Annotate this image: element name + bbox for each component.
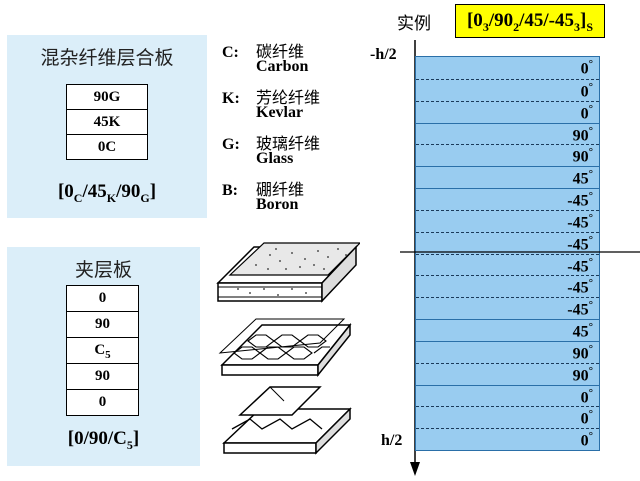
ply-row: 0°	[416, 428, 599, 450]
ply-angle: 0°	[580, 80, 593, 101]
sandwich-layer: 90	[67, 364, 138, 390]
ply-angle: 0°	[580, 102, 593, 122]
foam-core-sandwich-illustration	[216, 242, 360, 303]
ply-angle: 0°	[580, 408, 593, 428]
legend-carbon: C:碳纤维 Carbon	[222, 42, 309, 75]
ply-row: 90°	[416, 144, 599, 166]
ply-row: 90°	[416, 340, 599, 363]
hybrid-laminate-code: [0C/45K/90G]	[57, 181, 157, 205]
hybrid-laminate-panel: 混杂纤维层合板 90G 45K 0C [0C/45K/90G]	[7, 35, 207, 218]
laminate-stack: 0°0°0°90°90°45°-45°-45°-45°-45°-45°-45°4…	[415, 56, 600, 451]
ply-angle: -45°	[567, 211, 593, 232]
legend-kevlar: K:芳纶纤维 Kevlar	[222, 88, 321, 121]
hybrid-layer: 45K	[67, 110, 147, 135]
ply-angle: -45°	[567, 299, 593, 319]
example-label: 实例	[397, 14, 431, 34]
bottom-thickness-label: h/2	[381, 432, 403, 449]
ply-angle: 90°	[572, 364, 593, 384]
ply-row: 45°	[416, 166, 599, 188]
ply-angle: 45°	[572, 321, 593, 341]
ply-angle: 90°	[572, 146, 593, 166]
sandwich-layer-stack: 0 90 C5 90 0	[66, 285, 139, 416]
ply-row: -45°	[416, 275, 599, 297]
example-layup-code: [03/902/45/-453]S	[455, 4, 605, 38]
sandwich-code: [0/90/C5]	[67, 428, 140, 452]
ply-row: -45°	[416, 188, 599, 210]
ply-row: 0°	[416, 78, 599, 101]
sandwich-title: 夹层板	[74, 259, 132, 281]
ply-angle: 90°	[572, 342, 593, 363]
ply-row: 0°	[416, 57, 599, 79]
top-thickness-label: -h/2	[370, 46, 397, 63]
sandwich-layer: C5	[67, 338, 138, 364]
legend-boron: B:硼纤维 Boron	[222, 180, 305, 213]
midplane-line	[400, 251, 640, 253]
hybrid-laminate-title: 混杂纤维层合板	[40, 47, 174, 69]
sandwich-layer: 0	[67, 286, 138, 312]
ply-row: 90°	[416, 122, 599, 145]
ply-row: -45°	[416, 231, 599, 254]
honeycomb-sandwich-illustration	[218, 318, 352, 378]
ply-angle: 90°	[572, 124, 593, 144]
sandwich-layer: 90	[67, 312, 138, 338]
ply-row: -45°	[416, 209, 599, 232]
ply-row: 0°	[416, 384, 599, 407]
ply-row: 0°	[416, 100, 599, 123]
ply-angle: -45°	[567, 190, 593, 210]
ply-angle: -45°	[567, 255, 593, 275]
ply-angle: 0°	[580, 386, 593, 406]
ply-angle: -45°	[567, 233, 593, 253]
hybrid-layer-stack: 90G 45K 0C	[66, 84, 148, 160]
ply-row: 0°	[416, 406, 599, 428]
ply-row: 45°	[416, 319, 599, 341]
laminate-illustrations	[216, 242, 360, 455]
sandwich-panel: 夹层板 0 90 C5 90 0 [0/90/C5]	[7, 247, 200, 466]
ply-row: 90°	[416, 362, 599, 385]
sandwich-layer: 0	[98, 394, 107, 410]
hybrid-layer: 0C	[97, 139, 117, 155]
ply-angle: 0°	[580, 58, 593, 78]
ply-row: -45°	[416, 297, 599, 319]
hybrid-layer: 90G	[67, 85, 147, 110]
ply-angle: 45°	[572, 168, 593, 188]
ply-row: -45°	[416, 253, 599, 276]
ply-angle: -45°	[567, 277, 593, 297]
legend-glass: G:玻璃纤维 Glass	[222, 134, 321, 167]
corrugated-sandwich-illustration	[222, 386, 352, 455]
ply-angle: 0°	[580, 430, 593, 450]
